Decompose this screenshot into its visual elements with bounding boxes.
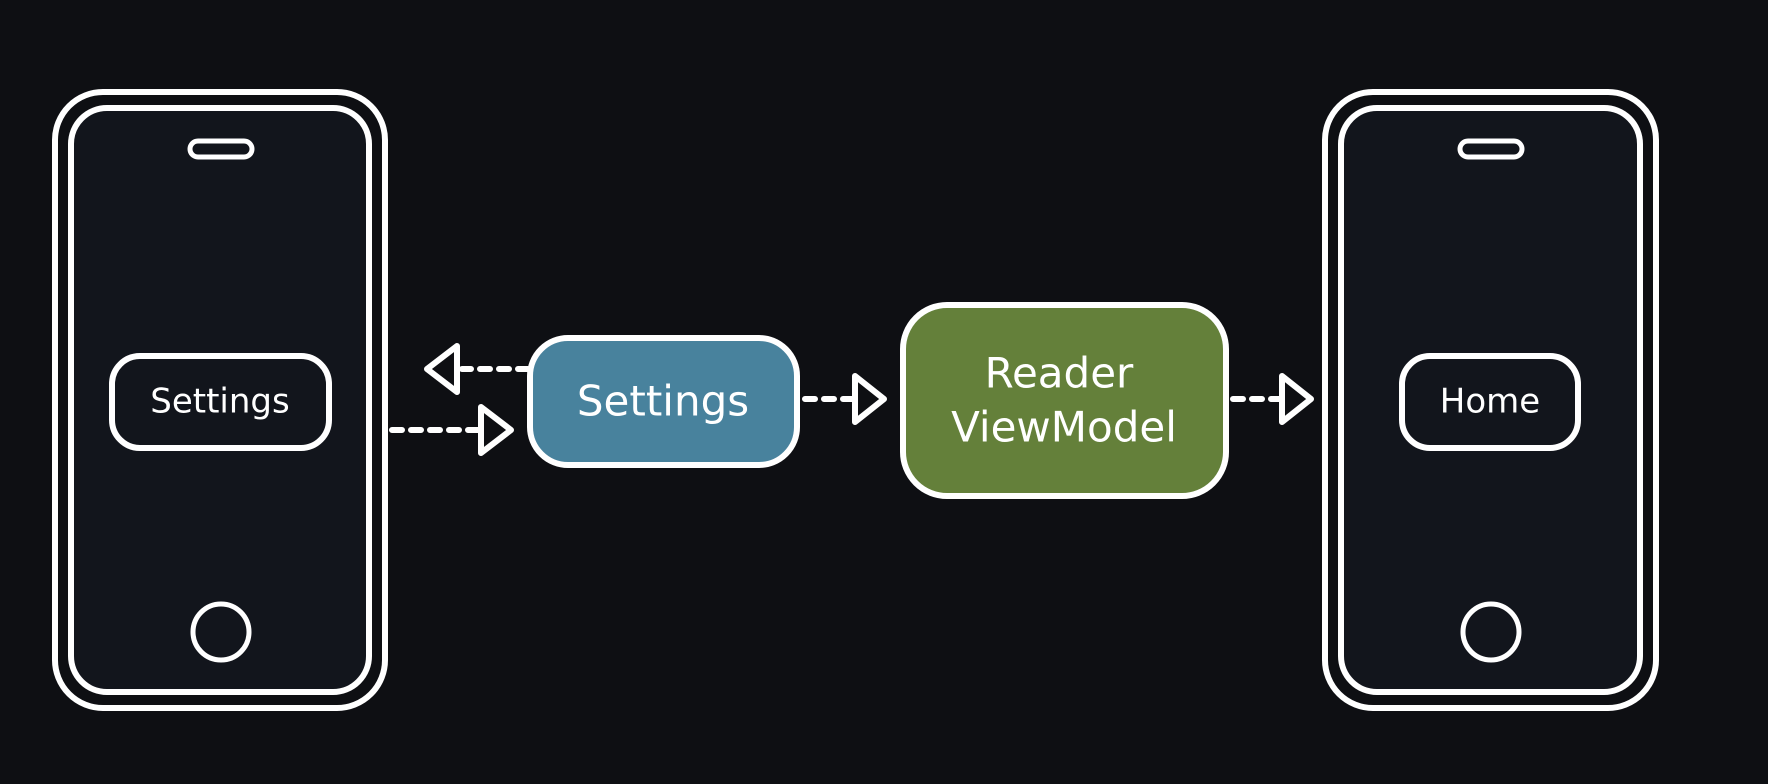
arrow-settings-to-viewmodel bbox=[802, 373, 887, 425]
right-phone-home-label: Home bbox=[1440, 382, 1540, 422]
left-phone-home-button-icon bbox=[190, 601, 252, 663]
reader-viewmodel-label-line1: Reader bbox=[985, 349, 1134, 398]
reader-viewmodel-node: Reader ViewModel bbox=[900, 302, 1229, 499]
arrow-viewmodel-to-home-head bbox=[1279, 373, 1314, 425]
right-phone-speaker-icon bbox=[1457, 138, 1525, 160]
right-phone: Home bbox=[1322, 89, 1659, 711]
settings-node-label: Settings bbox=[577, 377, 749, 426]
left-phone-settings-button[interactable]: Settings bbox=[109, 353, 332, 451]
reader-viewmodel-node-box bbox=[900, 302, 1229, 499]
arrow-settings-to-phone-head bbox=[424, 343, 460, 395]
right-phone-home-button-icon bbox=[1460, 601, 1522, 663]
left-phone-settings-button-frame[interactable] bbox=[109, 353, 332, 451]
arrow-phone-to-settings-head bbox=[478, 404, 514, 456]
reader-viewmodel-label-line2: ViewModel bbox=[951, 403, 1177, 452]
settings-node-box bbox=[527, 335, 800, 468]
arrow-phone-to-settings bbox=[389, 404, 514, 456]
arrow-settings-to-phone bbox=[424, 343, 531, 395]
left-phone-outer-frame bbox=[52, 89, 388, 711]
arrow-settings-to-viewmodel-head bbox=[852, 373, 887, 425]
left-phone-settings-label: Settings bbox=[150, 382, 289, 422]
left-phone-speaker-icon bbox=[187, 138, 255, 160]
right-phone-home-button-frame[interactable] bbox=[1399, 353, 1581, 451]
right-phone-outer-frame bbox=[1322, 89, 1659, 711]
right-phone-home-button[interactable]: Home bbox=[1399, 353, 1581, 451]
left-phone: Settings bbox=[52, 89, 388, 711]
arrow-viewmodel-to-home bbox=[1230, 373, 1314, 425]
settings-node: Settings bbox=[527, 335, 800, 468]
